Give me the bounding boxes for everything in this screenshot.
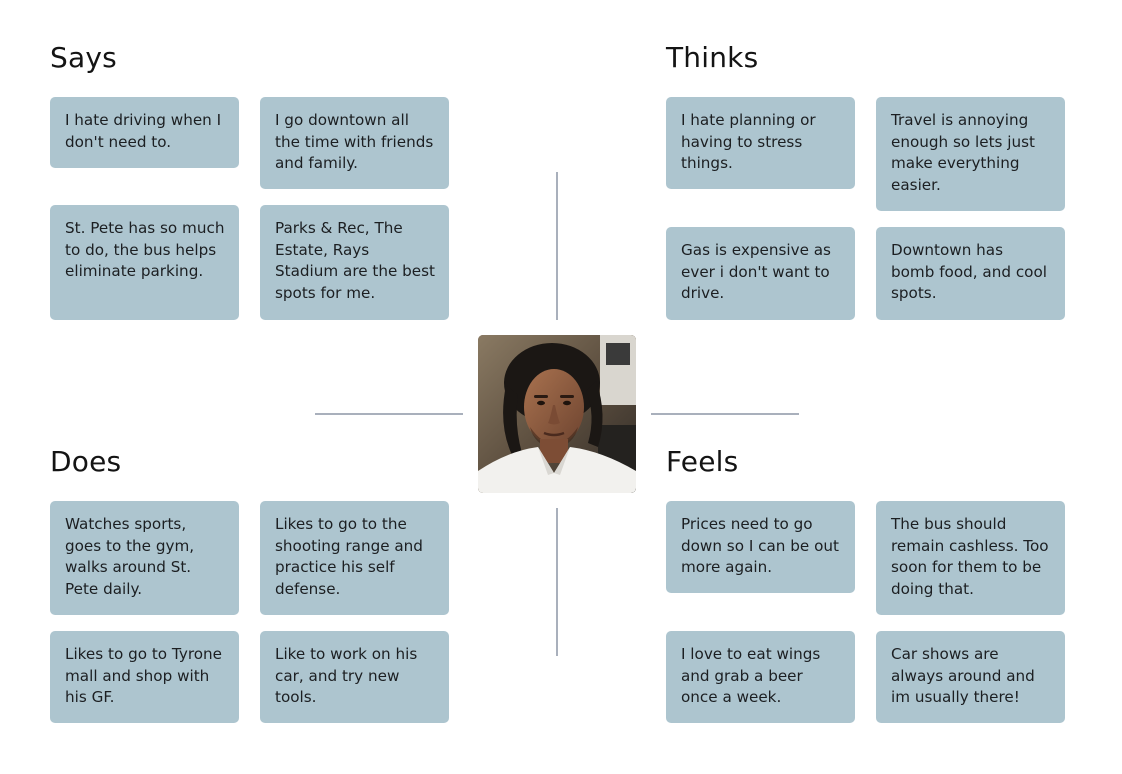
does-title: Does	[50, 445, 122, 478]
thinks-note-3[interactable]: Gas is expensive as ever i don't want to…	[666, 227, 855, 320]
thinks-note-4[interactable]: Downtown has bomb food, and cool spots.	[876, 227, 1065, 320]
thinks-title: Thinks	[666, 41, 759, 74]
says-note-3[interactable]: St. Pete has so much to do, the bus help…	[50, 205, 239, 320]
divider-left	[315, 413, 463, 415]
feels-note-4[interactable]: Car shows are always around and im usual…	[876, 631, 1065, 723]
persona-portrait-image	[478, 335, 636, 493]
divider-top	[556, 172, 558, 320]
does-note-2[interactable]: Likes to go to the shooting range and pr…	[260, 501, 449, 615]
thinks-note-1[interactable]: I hate planning or having to stress thin…	[666, 97, 855, 189]
says-note-4[interactable]: Parks & Rec, The Estate, Rays Stadium ar…	[260, 205, 449, 320]
divider-bottom	[556, 508, 558, 656]
says-note-2[interactable]: I go downtown all the time with friends …	[260, 97, 449, 189]
feels-note-3[interactable]: I love to eat wings and grab a beer once…	[666, 631, 855, 723]
does-note-1[interactable]: Watches sports, goes to the gym, walks a…	[50, 501, 239, 615]
says-note-1[interactable]: I hate driving when I don't need to.	[50, 97, 239, 168]
thinks-note-2[interactable]: Travel is annoying enough so lets just m…	[876, 97, 1065, 211]
divider-right	[651, 413, 799, 415]
does-note-3[interactable]: Likes to go to Tyrone mall and shop with…	[50, 631, 239, 723]
feels-note-2[interactable]: The bus should remain cashless. Too soon…	[876, 501, 1065, 615]
feels-note-1[interactable]: Prices need to go down so I can be out m…	[666, 501, 855, 593]
does-note-4[interactable]: Like to work on his car, and try new too…	[260, 631, 449, 723]
says-title: Says	[50, 41, 117, 74]
feels-title: Feels	[666, 445, 739, 478]
persona-photo	[478, 335, 636, 493]
